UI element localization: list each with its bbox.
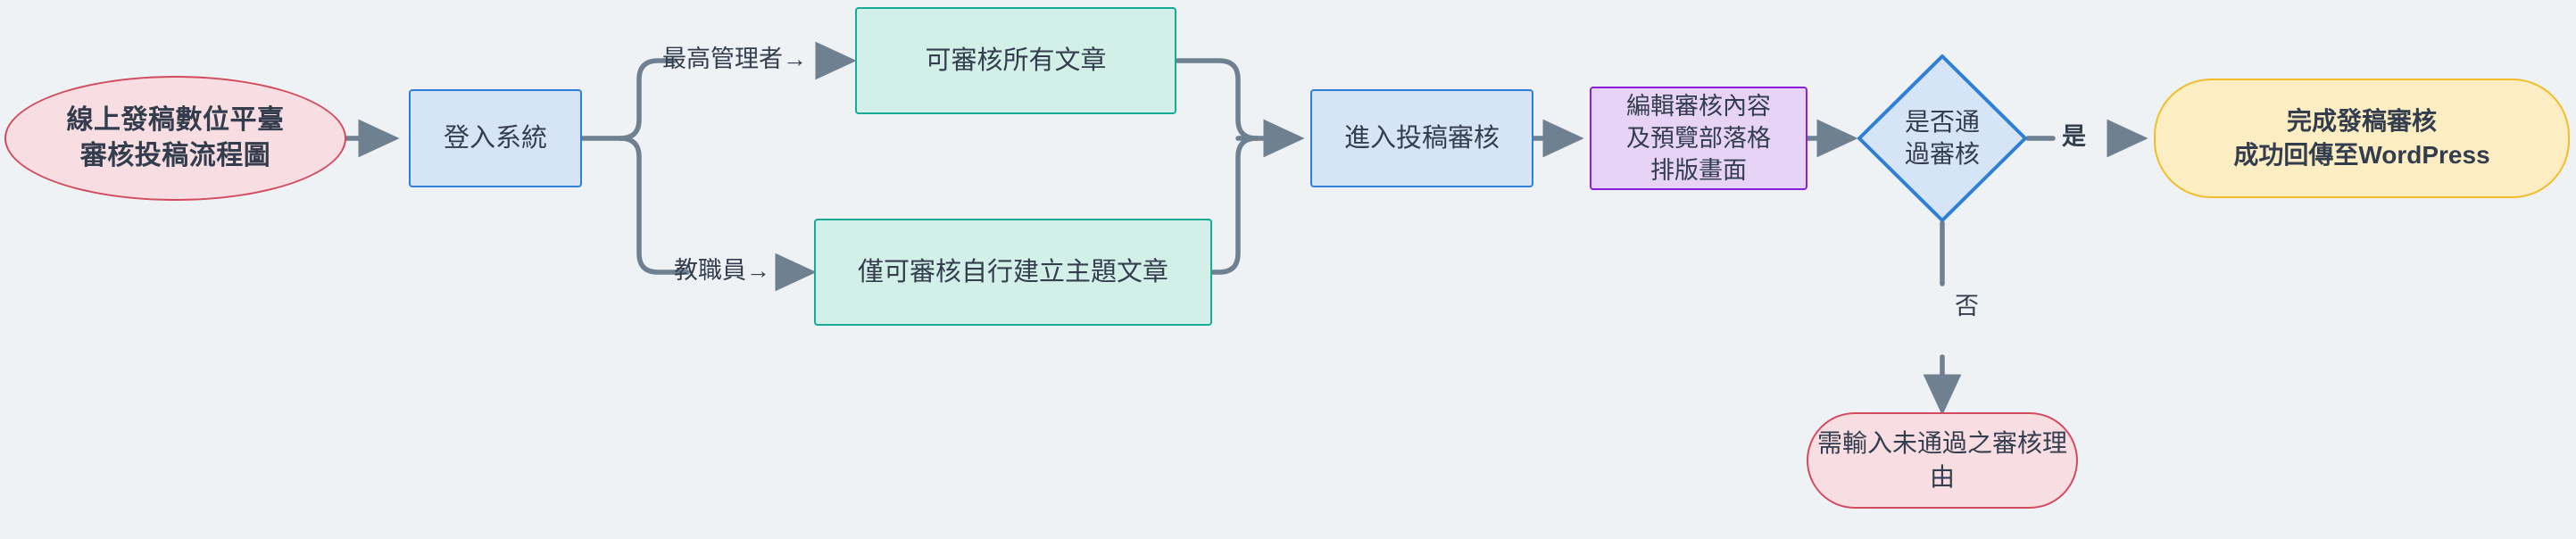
node-start-label: 線上發稿數位平臺 審核投稿流程圖	[66, 104, 285, 170]
node-edit-preview[interactable]: 編輯審核內容 及預覽部落格 排版畫面	[1590, 87, 1807, 190]
edge-reviewall-merge	[1174, 58, 1259, 141]
edge-login-review-all	[618, 58, 677, 141]
edge-label-yes: 是	[2062, 123, 2086, 150]
edge-label-no: 否	[1955, 293, 1979, 319]
node-enter-review[interactable]: 進入投稿審核	[1310, 89, 1533, 187]
edge-label-staff: 教職員→	[674, 257, 770, 284]
node-reject[interactable]: 需輸入未通過之審核理由	[1807, 412, 2078, 509]
node-login-label: 登入系統	[443, 123, 547, 153]
node-success-label: 完成發稿審核 成功回傳至WordPress	[2233, 107, 2490, 169]
node-review-all-label: 可審核所有文章	[925, 46, 1107, 75]
edge-label-admin: 最高管理者→	[662, 46, 807, 72]
node-enter-review-label: 進入投稿審核	[1343, 123, 1500, 153]
node-review-own[interactable]: 僅可審核自行建立主題文章	[814, 219, 1212, 326]
node-decision-label: 是否通 過審核	[1904, 107, 1980, 168]
node-success[interactable]: 完成發稿審核 成功回傳至WordPress	[2154, 79, 2570, 198]
node-reject-label: 需輸入未通過之審核理由	[1816, 429, 2067, 491]
node-start[interactable]: 線上發稿數位平臺 審核投稿流程圖	[4, 76, 346, 201]
edge-login-review-own	[618, 136, 690, 275]
node-review-own-label: 僅可審核自行建立主題文章	[857, 257, 1168, 286]
node-login[interactable]: 登入系統	[409, 89, 582, 187]
edge-reviewown-merge	[1209, 136, 1259, 275]
node-decision[interactable]: 是否通 過審核	[1857, 54, 2028, 223]
node-review-all[interactable]: 可審核所有文章	[855, 7, 1176, 114]
diamond-shape-icon	[1857, 54, 2027, 222]
node-edit-preview-label: 編輯審核內容 及預覽部落格 排版畫面	[1626, 92, 1771, 185]
